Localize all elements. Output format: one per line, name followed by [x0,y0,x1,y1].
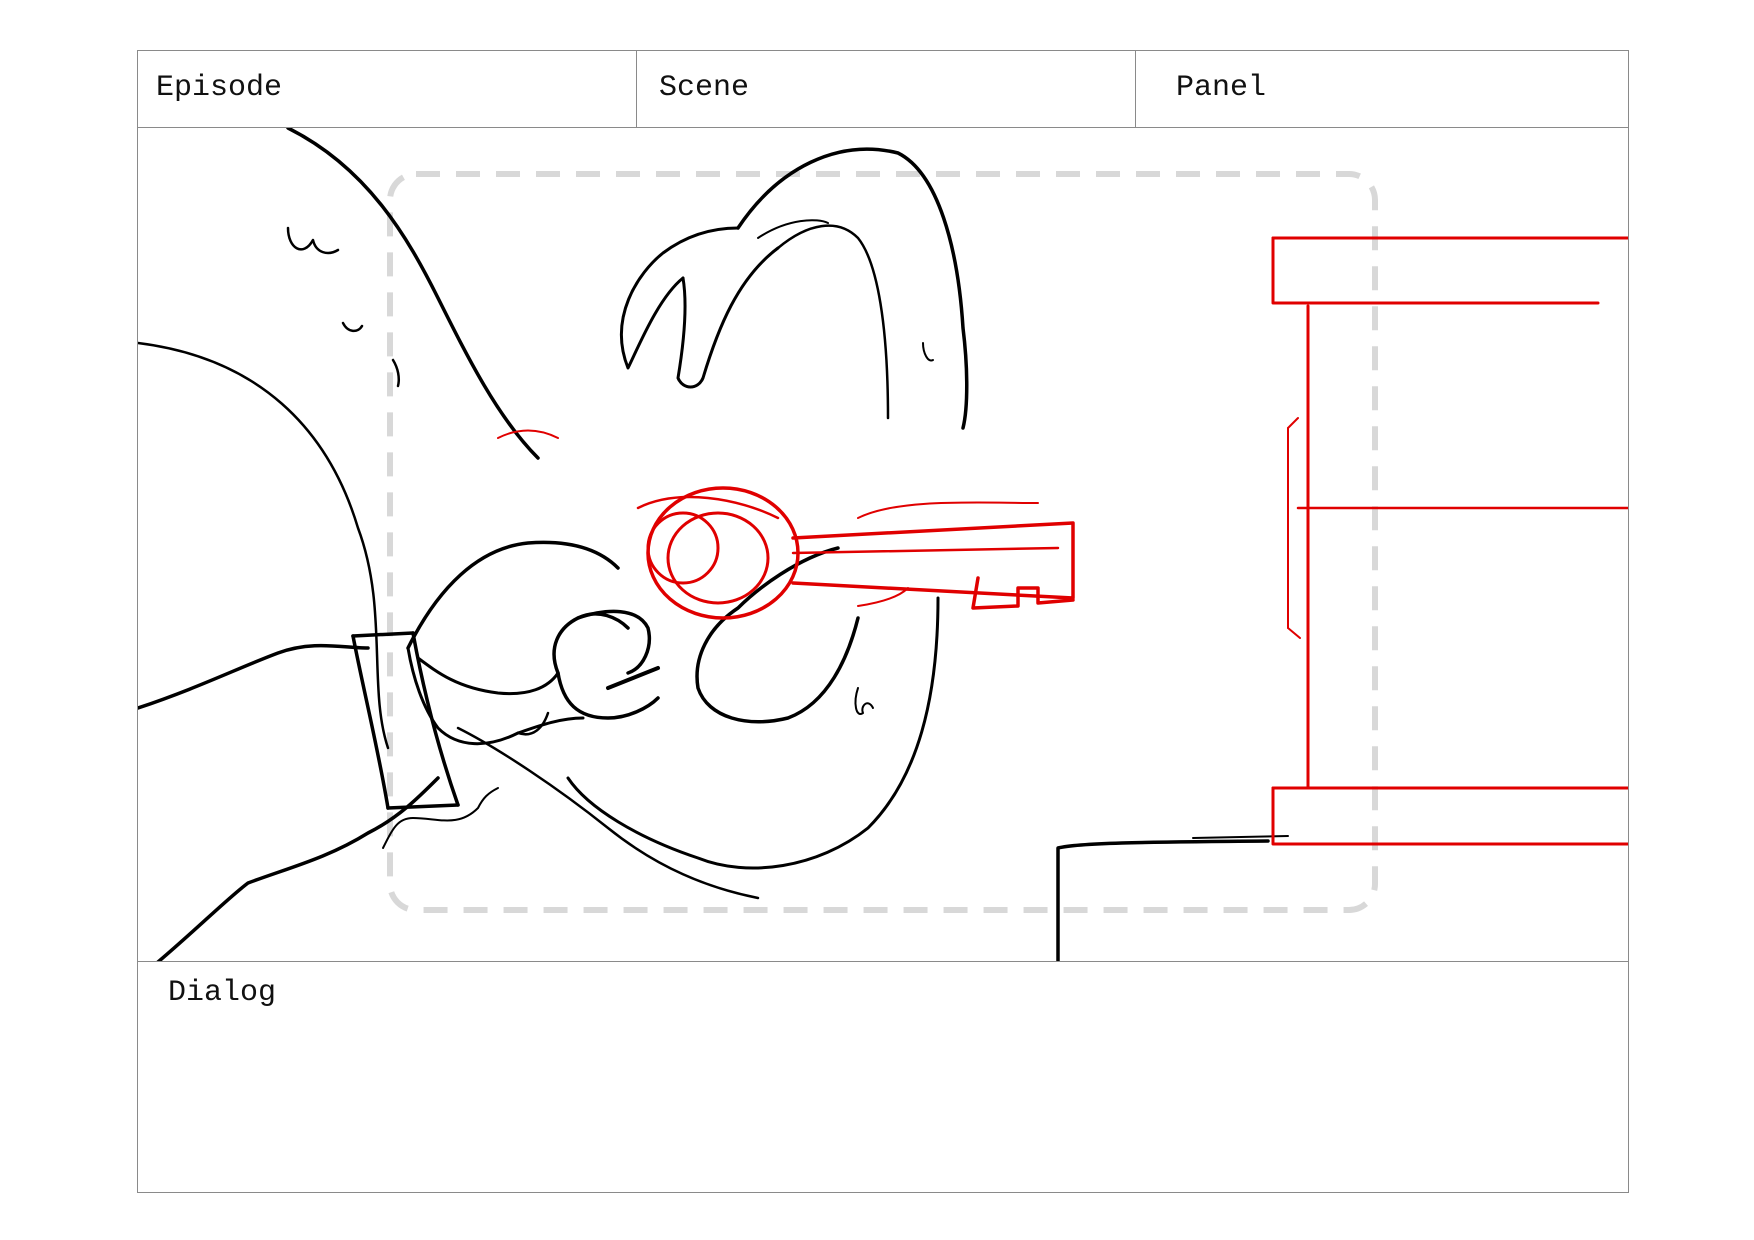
storyboard-sheet: Episode Scene Panel [137,50,1629,1193]
sketch-drawing [138,128,1628,961]
episode-field[interactable]: Episode [138,51,637,127]
panel-header: Episode Scene Panel [138,51,1628,128]
key-bit [971,576,1075,610]
scene-field[interactable]: Scene [637,51,1136,127]
safe-area-guide [387,171,1378,913]
black-sketch-lines [138,128,1289,961]
dialog-box[interactable]: Dialog [138,962,1628,1192]
key-bow [646,486,800,620]
scene-label: Scene [659,71,750,105]
episode-label: Episode [156,71,283,105]
drawing-frame [138,128,1628,962]
dialog-label: Dialog [168,976,277,1010]
panel-field[interactable]: Panel [1136,51,1628,127]
key-shaft [791,521,1075,600]
panel-label: Panel [1176,71,1267,105]
red-sketch-lines [497,236,1628,846]
